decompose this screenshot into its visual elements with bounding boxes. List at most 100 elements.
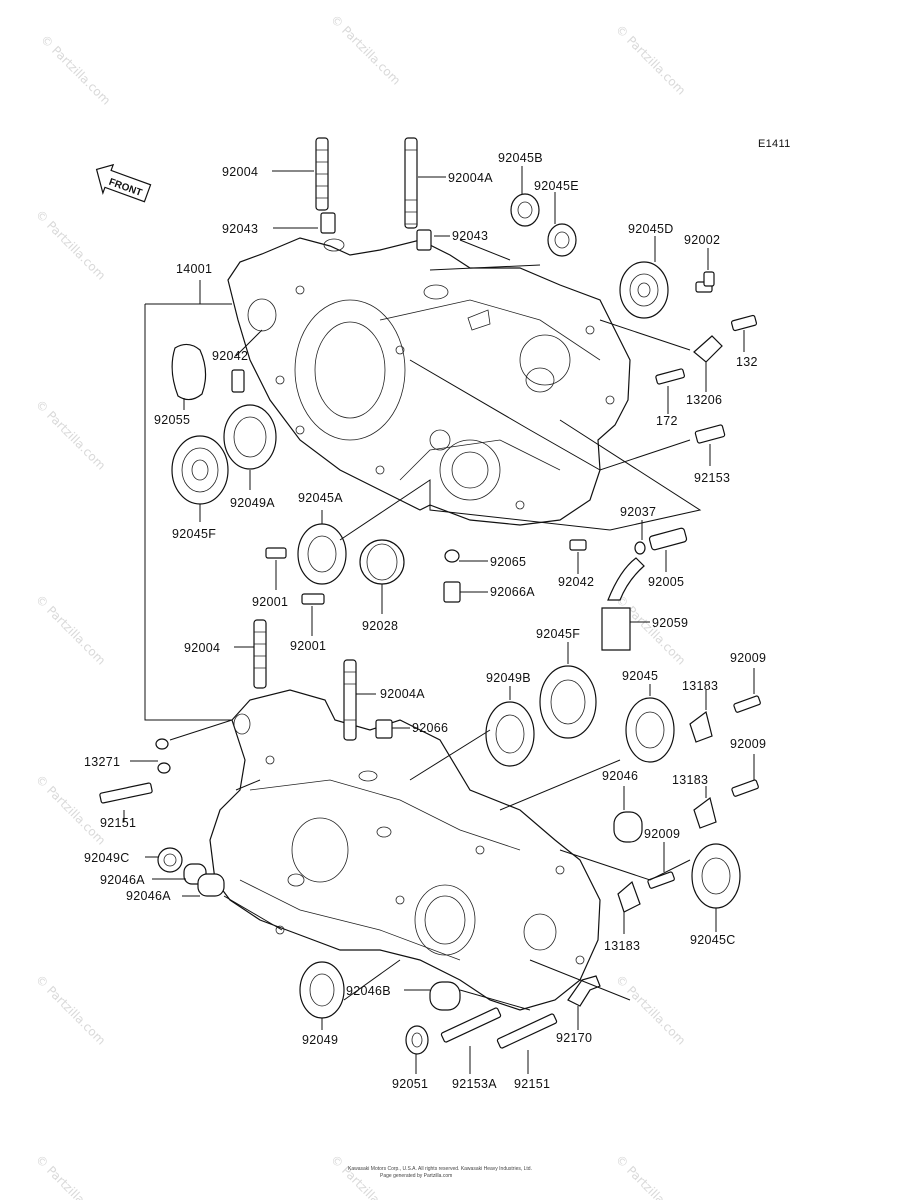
part-label: 92046A — [126, 889, 171, 903]
bearing-92045D — [619, 261, 669, 319]
part-label: 92046A — [100, 873, 145, 887]
o-ring-92055 — [171, 343, 207, 401]
bolt-92009-b — [731, 779, 759, 797]
part-label: 92002 — [684, 233, 720, 247]
part-label: 92028 — [362, 619, 398, 633]
seal-92049 — [299, 961, 345, 1019]
watermark-text: © Partzilla.com — [613, 972, 688, 1047]
dowel-92043 — [320, 212, 336, 234]
copyright-line-2: Page generated by Partzilla.com — [380, 1173, 452, 1179]
part-label: 14001 — [176, 262, 212, 276]
bearing-92045F-lower — [539, 665, 597, 739]
hose-92059 — [601, 557, 645, 651]
bearing-92045B — [510, 193, 540, 227]
part-label: 92043 — [452, 229, 488, 243]
watermark-text: © Partzilla.com — [33, 772, 108, 847]
bolt-92009-c — [647, 871, 675, 889]
part-label: 92004A — [448, 171, 493, 185]
part-label: 92151 — [514, 1077, 550, 1091]
stud-172 — [655, 368, 685, 385]
part-label: 92049A — [230, 496, 275, 510]
bracket-13183-a — [689, 710, 713, 743]
bearing-92045A — [297, 523, 347, 585]
watermark-text: © Partzilla.com — [33, 1152, 108, 1200]
bolt-92002 — [695, 271, 715, 293]
stud-92004-lower — [253, 619, 267, 689]
part-label: 92065 — [490, 555, 526, 569]
watermark-text: © Partzilla.com — [613, 1152, 688, 1200]
part-label: 92009 — [644, 827, 680, 841]
bearing-92045C — [691, 843, 741, 909]
part-label: 92049 — [302, 1033, 338, 1047]
part-label: 13271 — [84, 755, 120, 769]
watermark-text: © Partzilla.com — [328, 12, 403, 87]
part-label: 92004 — [184, 641, 220, 655]
watermark-text: © Partzilla.com — [33, 592, 108, 667]
dowel-92042-upper — [231, 369, 245, 393]
collar-92028 — [359, 539, 405, 585]
upper-crankcase-half — [227, 237, 631, 526]
dowel-92042-lower — [569, 539, 587, 551]
bearing-92051 — [405, 1025, 429, 1055]
bolt-132 — [730, 314, 758, 332]
part-label: 92066 — [412, 721, 448, 735]
part-label: 92049C — [84, 851, 130, 865]
needle-bearing-92046B — [429, 981, 461, 1011]
bearing-92045F-upper — [171, 435, 229, 505]
bolt-92009-a — [733, 695, 761, 713]
part-label: 92005 — [648, 575, 684, 589]
bracket-13206 — [693, 335, 723, 363]
plug-92066A — [443, 581, 461, 603]
part-label: 92153 — [694, 471, 730, 485]
part-label: 13206 — [686, 393, 722, 407]
bracket-13183-c — [617, 880, 641, 913]
washer-92065 — [444, 549, 460, 563]
watermark-text: © Partzilla.com — [38, 32, 113, 107]
part-label: 92051 — [392, 1077, 428, 1091]
part-labels: 92004 92004A 92045B 92045E 92043 92043 9… — [84, 151, 766, 1091]
needle-bearing-92046 — [613, 811, 643, 843]
part-label: 92045F — [172, 527, 216, 541]
o-ring-92037 — [634, 541, 646, 555]
watermark-text: © Partzilla.com — [613, 22, 688, 97]
fitting-92005 — [648, 527, 688, 551]
diagram-code: E1411 — [758, 138, 791, 150]
part-label: 92004A — [380, 687, 425, 701]
seal-92049A — [223, 404, 277, 470]
washer-13271 — [155, 738, 171, 774]
part-label: 92046B — [346, 984, 391, 998]
part-label: 92049B — [486, 671, 531, 685]
watermark-text: © Partzilla.com — [33, 207, 108, 282]
part-label: 92043 — [222, 222, 258, 236]
bearing-92045E — [547, 223, 577, 257]
bolt-92151-left — [99, 782, 153, 804]
part-label: 132 — [736, 355, 758, 369]
stud-92004A-upper — [404, 137, 418, 229]
part-label: 92045C — [690, 933, 736, 947]
part-label: 92153A — [452, 1077, 497, 1091]
part-label: 92045 — [622, 669, 658, 683]
stud-92004A-lower — [343, 659, 357, 741]
bolt-92001b — [301, 593, 325, 605]
stud-92004-upper — [315, 137, 329, 211]
part-label: 92046 — [602, 769, 638, 783]
part-label: 92042 — [212, 349, 248, 363]
bolt-92153A — [440, 1007, 502, 1043]
part-label: 92059 — [652, 616, 688, 630]
part-label: 92045E — [534, 179, 579, 193]
leader-lines — [123, 166, 755, 1074]
part-label: 92055 — [154, 413, 190, 427]
bolt-92151-bottom — [496, 1013, 558, 1049]
part-label: 172 — [656, 414, 678, 428]
part-label: 92001 — [290, 639, 326, 653]
seal-92049B — [485, 701, 535, 767]
fitting-92153 — [694, 424, 726, 444]
part-label: 92004 — [222, 165, 258, 179]
plug-92066 — [375, 719, 393, 739]
watermark-text: © Partzilla.com — [33, 397, 108, 472]
part-label: 13183 — [672, 773, 708, 787]
part-label: 92037 — [620, 505, 656, 519]
front-arrow-icon: FRONT — [95, 163, 152, 203]
part-label: 92009 — [730, 737, 766, 751]
